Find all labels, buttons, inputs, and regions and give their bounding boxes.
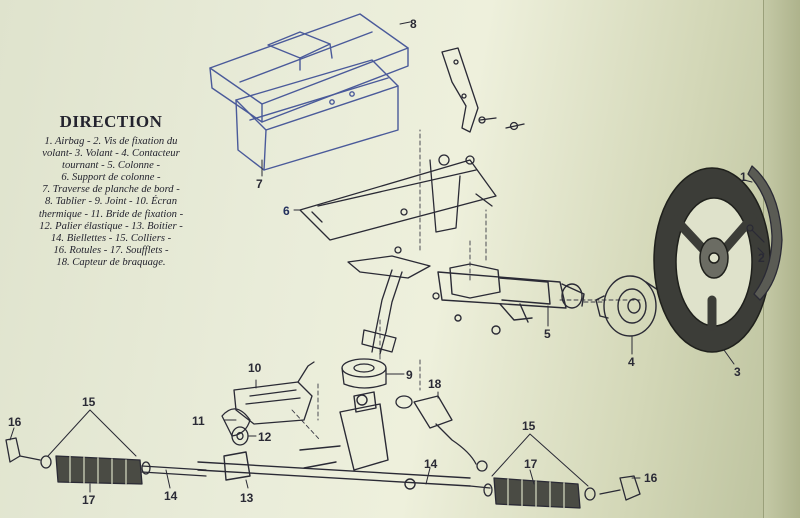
callout-14-right: 14 <box>424 457 438 471</box>
mounting-clamp-part <box>221 408 251 437</box>
steering-angle-sensor-part <box>395 395 488 472</box>
callout-16-left: 16 <box>8 415 22 429</box>
right-collar-part <box>483 483 596 501</box>
callout-10: 10 <box>248 361 262 375</box>
right-tie-rod-part <box>469 485 491 489</box>
steering-wheel-part <box>653 167 771 353</box>
fixing-screw-part <box>746 224 765 243</box>
callout-15-right: 15 <box>522 419 536 433</box>
figure-caption: DIRECTION 1. Airbag - 2. Vis de fixation… <box>6 112 216 269</box>
callout-15-left: 15 <box>82 395 96 409</box>
callout-5: 5 <box>544 327 551 341</box>
bulkhead-part <box>209 13 409 123</box>
caption-legend: 1. Airbag - 2. Vis de fixation du volant… <box>6 136 216 269</box>
airbag-part <box>747 165 783 301</box>
clock-spring-part <box>595 275 659 337</box>
seal-joint-part <box>341 358 387 389</box>
legend-line: 7. Traverse de planche de bord - <box>42 184 180 196</box>
intermediate-shaft-part <box>347 246 440 355</box>
callout-8: 8 <box>410 17 417 31</box>
legend-line: 12. Palier élastique - 13. Boitier - <box>39 220 183 232</box>
left-collar-part <box>40 455 151 475</box>
callout-17-left: 17 <box>82 493 96 507</box>
callout-1: 1 <box>740 170 747 184</box>
left-tie-rod-part <box>141 465 207 477</box>
right-ball-joint-part <box>599 475 641 501</box>
legend-line: tournant - 5. Colonne - <box>62 160 160 172</box>
callout-16-right: 16 <box>644 471 658 485</box>
callout-18: 18 <box>428 377 442 391</box>
heat-shield-part <box>233 361 315 425</box>
caption-title: DIRECTION <box>59 112 163 131</box>
legend-line: 18. Capteur de braquage. <box>56 256 166 268</box>
assembly-dashed-lines <box>291 129 641 441</box>
callout-11: 11 <box>192 414 205 428</box>
steering-rack-housing-part <box>197 391 471 490</box>
callout-12: 12 <box>258 430 272 444</box>
legend-line: volant- 3. Volant - 4. Contacteur <box>42 148 180 160</box>
legend-line: thermique - 11. Bride de fixation - <box>38 208 184 220</box>
callout-7: 7 <box>256 177 263 191</box>
legend-line: 14. Biellettes - 15. Colliers - <box>50 232 172 244</box>
legend-line: 6. Support de colonne - <box>61 172 161 184</box>
steering-column-part <box>437 263 585 335</box>
legend-line: 1. Airbag - 2. Vis de fixation du <box>44 136 178 147</box>
left-boot-part <box>55 455 143 485</box>
callout-14-left: 14 <box>164 489 178 503</box>
legend-line: 8. Tablier - 9. Joint - 10. Écran <box>44 196 178 208</box>
callout-2: 2 <box>758 251 765 265</box>
callout-3: 3 <box>734 365 741 379</box>
column-support-part <box>299 154 497 241</box>
callout-17-right: 17 <box>524 457 538 471</box>
callout-13: 13 <box>240 491 254 505</box>
callout-4: 4 <box>628 355 635 369</box>
callout-leader-lines <box>9 21 765 493</box>
legend-line: 16. Rotules - 17. Soufflets - <box>53 244 169 256</box>
callout-9: 9 <box>406 368 413 382</box>
upper-bracket-part <box>441 47 525 133</box>
right-boot-part <box>493 477 581 509</box>
dashboard-crossmember-part <box>235 59 399 171</box>
callout-6: 6 <box>283 204 290 218</box>
left-ball-joint-part <box>5 437 41 463</box>
